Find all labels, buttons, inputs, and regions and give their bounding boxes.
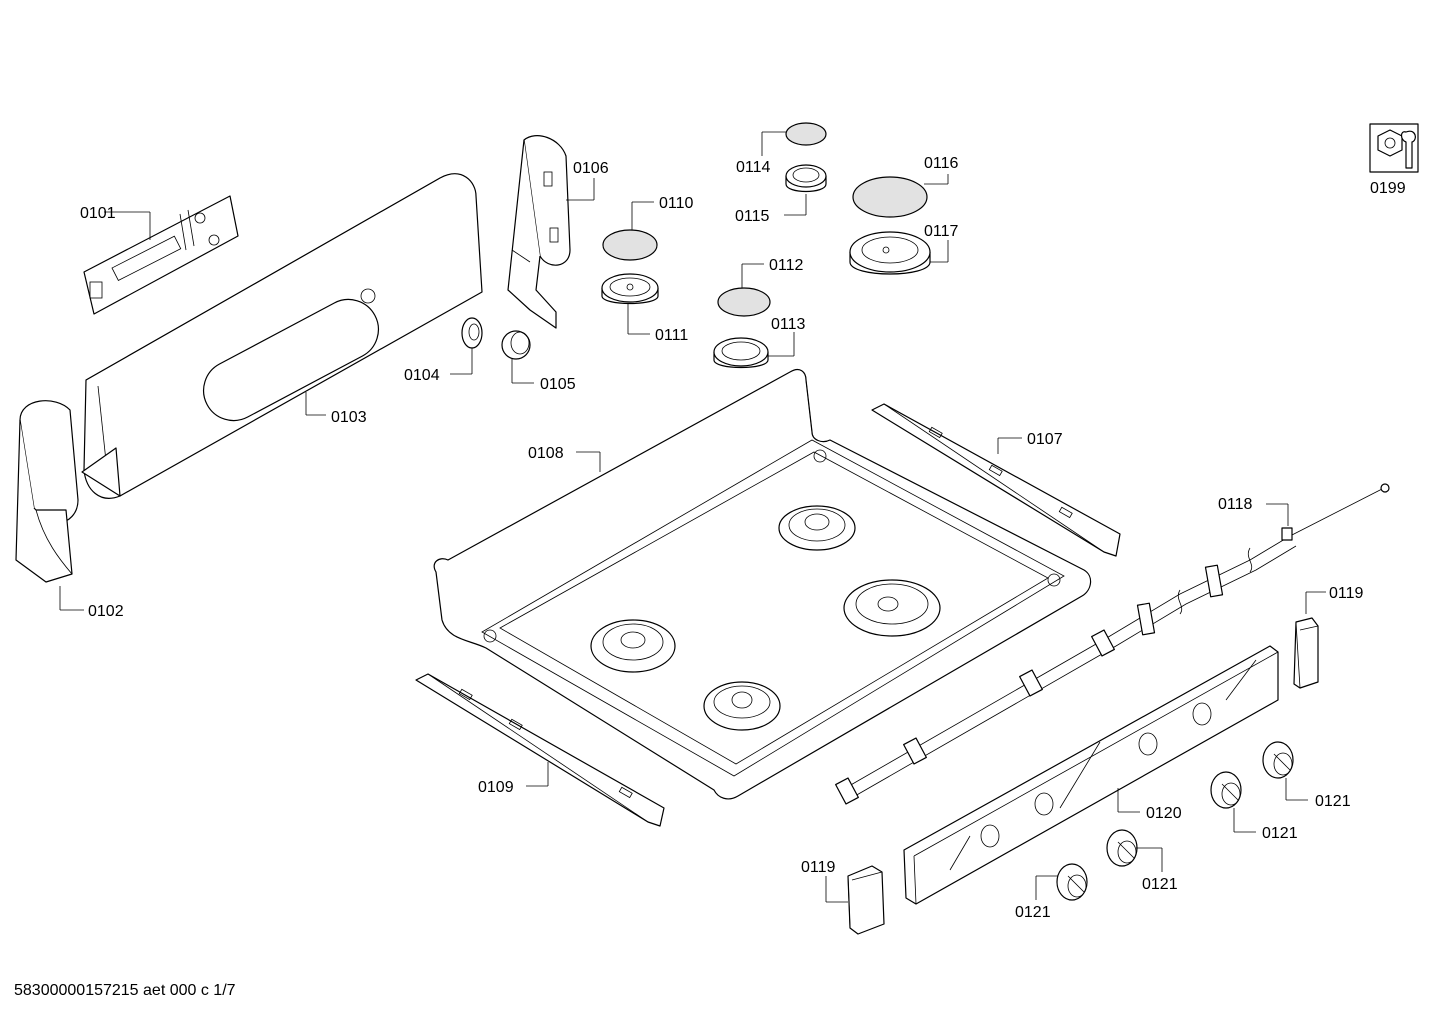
burner-well-front-right: [703, 681, 781, 731]
callout-0119-lower: 0119: [801, 859, 836, 876]
part-0119-end-cap-lower[interactable]: [825, 865, 885, 935]
part-0103-control-panel[interactable]: [81, 173, 483, 499]
callout-0114: 0114: [736, 159, 771, 176]
callout-0121-c: 0121: [1142, 876, 1178, 893]
part-0121-knob-b[interactable]: [1210, 771, 1256, 833]
part-0101-control-board[interactable]: [83, 195, 239, 315]
part-0118-ignition-harness[interactable]: [835, 483, 1390, 805]
burner-well-rear-right: [843, 579, 941, 637]
callout-0117: 0117: [924, 223, 959, 240]
callout-0120: 0120: [1146, 805, 1182, 822]
callout-0112: 0112: [769, 257, 804, 274]
callout-0110: 0110: [659, 195, 694, 212]
part-0121-knob-d[interactable]: [1035, 863, 1088, 901]
part-0120-front-control-strip[interactable]: [903, 645, 1279, 905]
part-0114-small-burner-cap[interactable]: [761, 122, 827, 156]
document-code: 58300000157215 aet 000 c 1/7: [14, 982, 236, 999]
part-0119-end-cap-upper[interactable]: [1293, 591, 1326, 689]
part-0105-small-knob[interactable]: [501, 330, 534, 384]
callout-0104: 0104: [404, 367, 440, 384]
callout-0113: 0113: [771, 316, 806, 333]
callout-0199: 0199: [1370, 180, 1406, 197]
part-0121-knob-a[interactable]: [1262, 741, 1308, 801]
part-0113-burner-crown[interactable]: [713, 332, 795, 369]
part-0115-small-burner-crown[interactable]: [784, 164, 827, 216]
part-0111-burner-crown[interactable]: [601, 273, 659, 335]
callout-0105: 0105: [540, 376, 576, 393]
part-0108-cooktop-tray[interactable]: [433, 368, 1092, 800]
callout-labels: 0101 0102 0103 0104 0105 0106 0107 0108 …: [80, 155, 1406, 921]
callout-0121-b: 0121: [1262, 825, 1298, 842]
callout-0108: 0108: [528, 445, 564, 462]
callout-0118: 0118: [1218, 496, 1253, 513]
callout-0115: 0115: [735, 208, 770, 225]
burner-well-rear-left: [778, 505, 856, 551]
callout-0116: 0116: [924, 155, 959, 172]
callout-0119-upper: 0119: [1329, 585, 1364, 602]
part-0107-right-side-rail[interactable]: [871, 403, 1121, 557]
burner-well-front-left: [590, 619, 676, 673]
callout-0101: 0101: [80, 205, 116, 222]
part-0106-right-end-bracket[interactable]: [507, 135, 595, 329]
callout-0121-d: 0121: [1015, 904, 1051, 921]
part-0121-knob-c[interactable]: [1106, 829, 1163, 872]
callout-0121-a: 0121: [1315, 793, 1351, 810]
part-0102-left-end-cap[interactable]: [15, 400, 84, 611]
callout-0106: 0106: [573, 160, 609, 177]
part-0116-large-burner-cap[interactable]: [852, 174, 949, 218]
callout-0111: 0111: [655, 327, 688, 344]
callout-0107: 0107: [1027, 431, 1063, 448]
part-0112-burner-cap[interactable]: [717, 263, 771, 317]
part-0104-knob-bezel[interactable]: [450, 317, 483, 375]
part-0117-large-burner-crown[interactable]: [849, 231, 949, 275]
part-0109-front-side-rail[interactable]: [415, 673, 665, 827]
wrench-nut-icon: [1369, 123, 1419, 173]
callout-0109: 0109: [478, 779, 514, 796]
part-0110-burner-cap[interactable]: [602, 201, 658, 261]
callout-0103: 0103: [331, 409, 367, 426]
callout-0102: 0102: [88, 603, 124, 620]
